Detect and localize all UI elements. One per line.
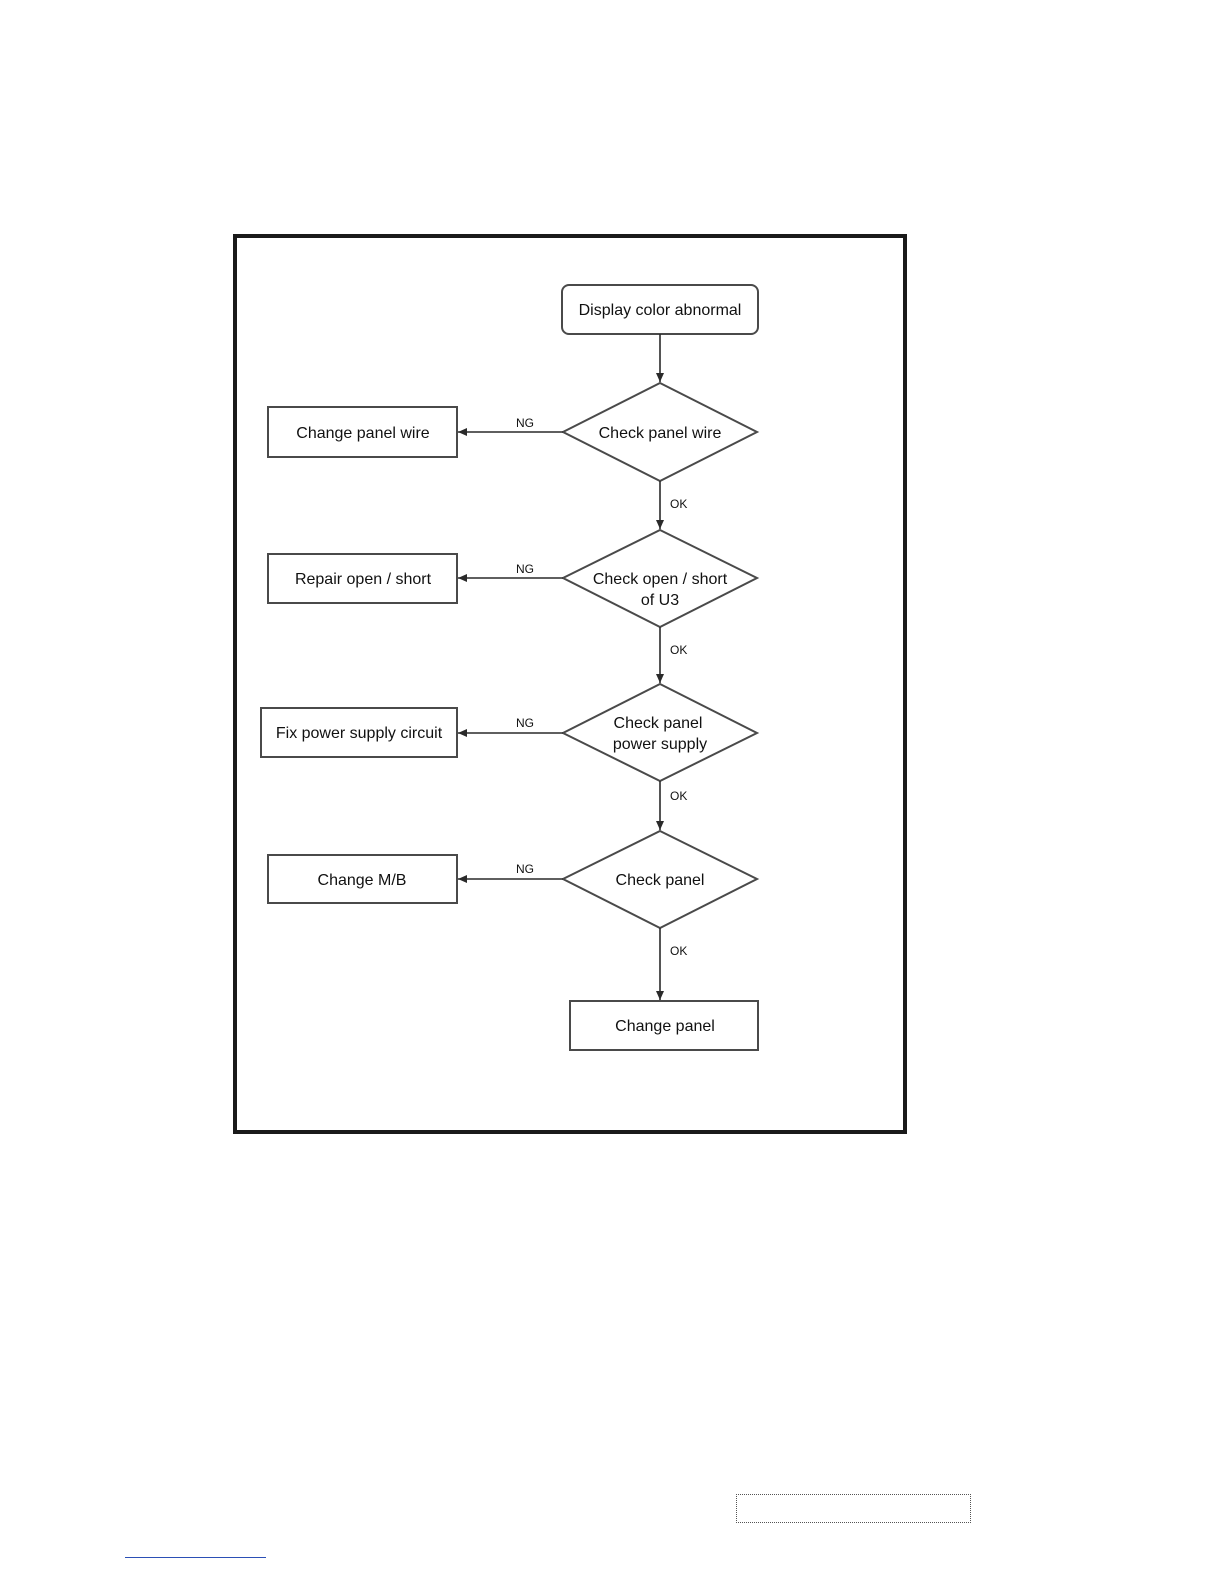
edge-label-ng-1: NG xyxy=(516,416,534,430)
edge-label-ng-2: NG xyxy=(516,562,534,576)
decision-check-panel-wire-label: Check panel wire xyxy=(599,425,722,442)
edge-label-ng-4: NG xyxy=(516,862,534,876)
footer-rule xyxy=(125,1557,266,1558)
decision-check-panel-label: Check panel xyxy=(616,872,705,889)
diagram-frame xyxy=(235,236,905,1132)
start-node-label: Display color abnormal xyxy=(579,302,742,319)
decision-check-panel-power-label-line2: power supply xyxy=(613,736,707,753)
decision-check-open-short-label-line1: Check open / short xyxy=(593,571,728,588)
edge-label-ok-3: OK xyxy=(670,789,687,803)
edge-label-ok-4: OK xyxy=(670,944,687,958)
decision-check-panel-power-label-line1: Check panel xyxy=(614,715,703,732)
edge-label-ng-3: NG xyxy=(516,716,534,730)
decision-check-panel-power xyxy=(563,684,757,781)
action-change-panel-label: Change panel xyxy=(615,1018,715,1035)
action-change-panel-wire-label: Change panel wire xyxy=(296,425,430,442)
edge-label-ok-1: OK xyxy=(670,497,687,511)
action-repair-open-short-label: Repair open / short xyxy=(295,571,432,588)
action-change-mb-label: Change M/B xyxy=(318,872,407,889)
decision-check-open-short-label-line2: of U3 xyxy=(641,592,679,609)
action-fix-power-supply-label: Fix power supply circuit xyxy=(276,725,443,742)
footer-placeholder-box xyxy=(736,1494,971,1523)
edge-label-ok-2: OK xyxy=(670,643,687,657)
